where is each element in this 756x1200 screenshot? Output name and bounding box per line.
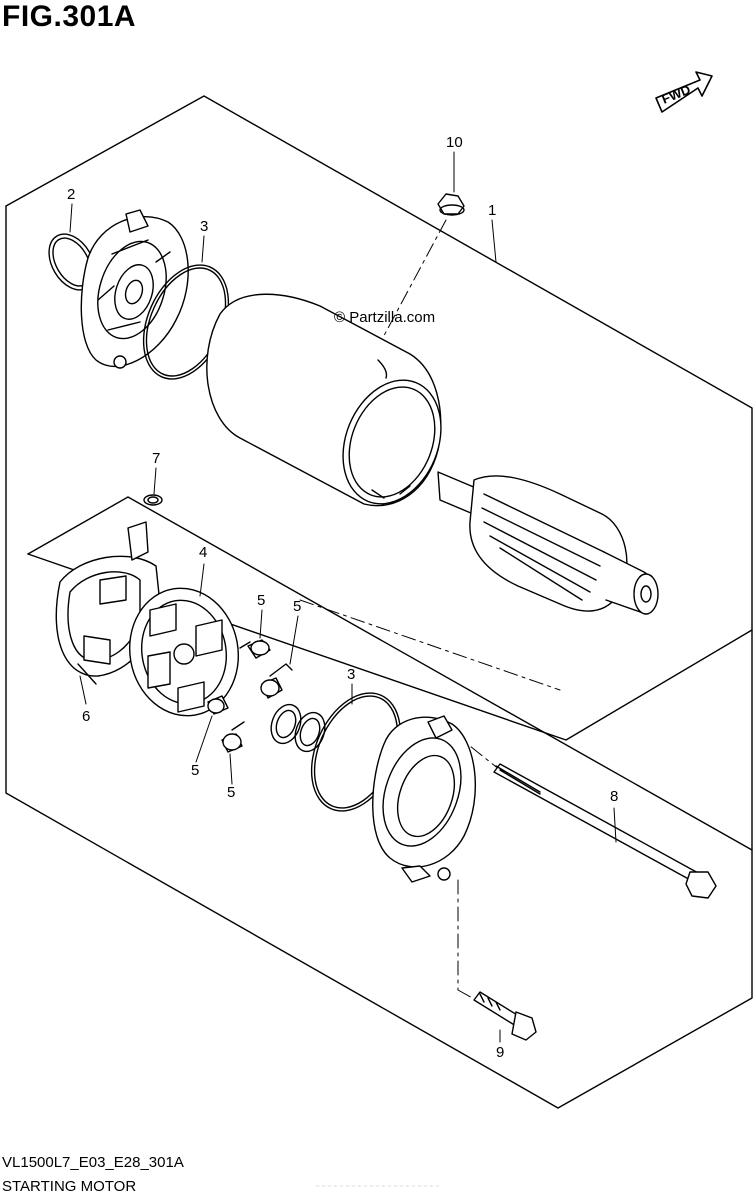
section-title: STARTING MOTOR (2, 1178, 137, 1195)
brush-5-a (239, 639, 271, 659)
callout-5-a: 5 (257, 592, 266, 609)
callout-2: 2 (67, 186, 76, 203)
partzilla-watermark: © Partzilla.com (334, 309, 436, 326)
brush-5-c (207, 695, 229, 715)
callout-leaders (69, 151, 617, 1043)
callout-5-c: 5 (191, 762, 200, 779)
o-ring-7 (143, 494, 163, 506)
brush-5-b (260, 663, 293, 699)
yoke-housing (206, 293, 442, 507)
callout-8: 8 (610, 788, 619, 805)
brush-holder-4 (128, 587, 240, 717)
callout-7: 7 (152, 450, 161, 467)
callout-4: 4 (199, 544, 208, 561)
flange-bolt-9 (473, 991, 537, 1041)
callout-3-lower: 3 (347, 666, 356, 683)
fwd-arrow-icon: FWD (655, 71, 713, 113)
callout-1: 1 (488, 202, 497, 219)
callout-6: 6 (82, 708, 91, 725)
brush-5-d (221, 721, 245, 753)
flange-nut-10 (437, 193, 465, 216)
callout-5-d: 5 (227, 784, 236, 801)
rear-end-cover (80, 209, 189, 369)
callout-3-upper: 3 (200, 218, 209, 235)
armature (437, 471, 659, 615)
callout-5-b: 5 (293, 598, 302, 615)
washers (270, 703, 326, 753)
long-bolt-8 (493, 763, 717, 899)
callout-10: 10 (446, 134, 463, 151)
callout-9: 9 (496, 1044, 505, 1061)
front-end-cover (372, 715, 476, 883)
figure-title: FIG.301A (2, 0, 137, 33)
model-code: VL1500L7_E03_E28_301A (2, 1154, 184, 1171)
